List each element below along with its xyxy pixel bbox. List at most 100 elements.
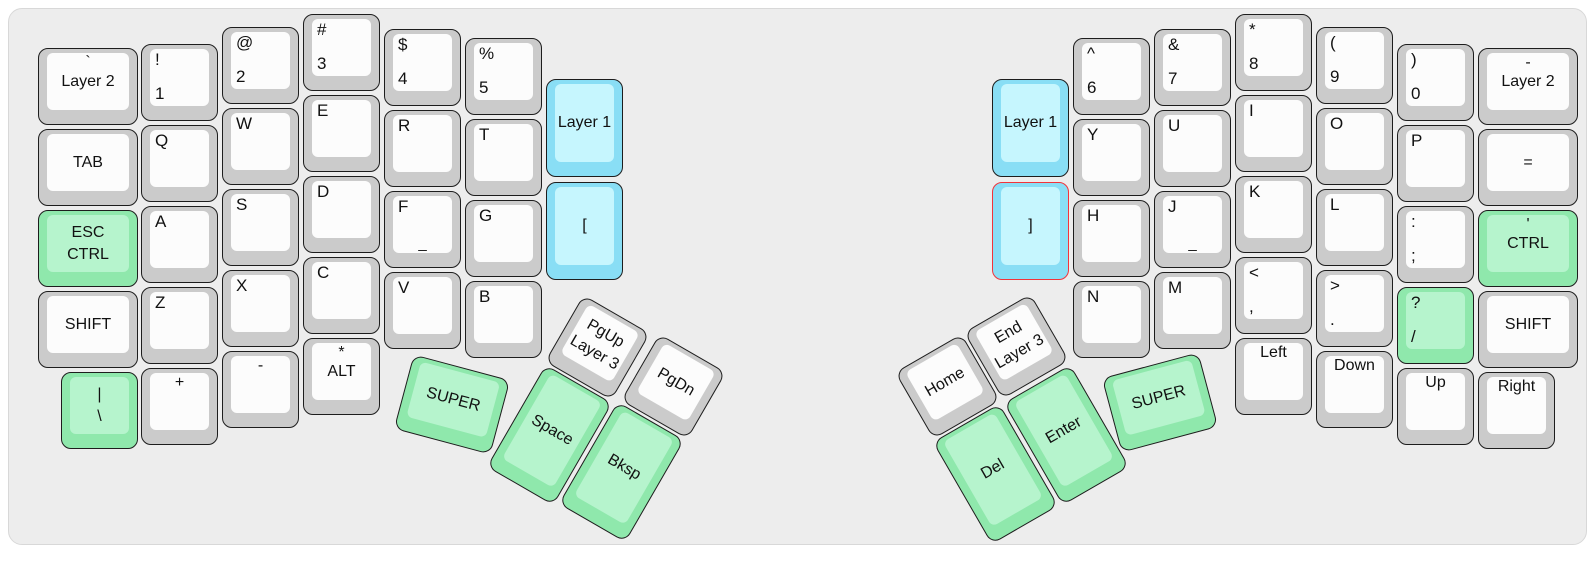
key-up-arrow[interactable]: Up: [1397, 368, 1474, 445]
key-layer1-left[interactable]: Layer 1: [546, 79, 623, 177]
key-legend: `: [85, 54, 91, 71]
keycap-top: TAB: [47, 134, 129, 191]
key-q[interactable]: Q: [141, 125, 218, 202]
key-legend: M: [1168, 278, 1183, 297]
key-legend: 6: [1087, 78, 1097, 97]
key-legend-lines: ALT: [327, 361, 355, 382]
key-a[interactable]: A: [141, 206, 218, 283]
key-legend: 9: [1330, 67, 1340, 86]
key-0[interactable]: )0: [1397, 44, 1474, 121]
key-b[interactable]: B: [465, 281, 542, 358]
key-legend: [: [582, 217, 587, 235]
key-v[interactable]: V: [384, 272, 461, 349]
key-right-arrow[interactable]: Right: [1478, 372, 1555, 449]
key-5[interactable]: %5: [465, 38, 542, 115]
key-l[interactable]: L: [1316, 189, 1393, 266]
key-right-bracket[interactable]: ]: [992, 182, 1069, 280]
key-equals[interactable]: =: [1478, 129, 1578, 206]
key-left-arrow[interactable]: Left: [1235, 338, 1312, 415]
key-legend: &: [1168, 35, 1180, 54]
key-star-alt[interactable]: *ALT: [303, 338, 380, 415]
keycap-top: Home: [905, 342, 985, 422]
key-7[interactable]: &7: [1154, 29, 1231, 106]
key-legend-lines: SHIFT: [1505, 314, 1551, 335]
key-legend-lines: |\: [97, 384, 101, 426]
key-m[interactable]: M: [1154, 272, 1231, 349]
key-legend: B: [479, 287, 491, 306]
key-layer2-left[interactable]: `Layer 2: [38, 48, 138, 125]
key-d[interactable]: D: [303, 176, 380, 253]
key-f[interactable]: F_: [384, 191, 461, 268]
key-legend-lines: SUPER: [424, 382, 483, 417]
keycap-top: Layer 1: [1001, 84, 1060, 162]
key-legend: ESC: [71, 224, 105, 242]
key-i[interactable]: I: [1235, 95, 1312, 172]
key-9[interactable]: (9: [1316, 27, 1393, 104]
key-r[interactable]: R: [384, 110, 461, 187]
key-k[interactable]: K: [1235, 176, 1312, 253]
key-p[interactable]: P: [1397, 125, 1474, 202]
key-j[interactable]: J_: [1154, 191, 1231, 268]
key-legend: SHIFT: [1504, 315, 1552, 333]
key-t[interactable]: T: [465, 119, 542, 196]
key-legend: U: [1168, 116, 1181, 135]
key-g[interactable]: G: [465, 200, 542, 277]
key-left-bracket[interactable]: [: [546, 182, 623, 280]
key-o[interactable]: O: [1316, 108, 1393, 185]
key-legend-lines: Layer 2: [61, 71, 114, 92]
key-plus[interactable]: +: [141, 368, 218, 445]
key-c[interactable]: C: [303, 257, 380, 334]
key-legend: SUPER: [1129, 382, 1188, 413]
key-s[interactable]: S: [222, 189, 299, 266]
keycap-top: :;: [1406, 211, 1465, 268]
key-legend: ): [1411, 50, 1417, 69]
key-legend-lines: [: [582, 215, 586, 236]
key-n[interactable]: N: [1073, 281, 1150, 358]
key-down-arrow[interactable]: Down: [1316, 351, 1393, 428]
key-legend: (: [1330, 33, 1336, 52]
key-legend: =: [1523, 153, 1533, 171]
key-legend: I: [1249, 101, 1254, 120]
key-3[interactable]: #3: [303, 14, 380, 91]
key-h[interactable]: H: [1073, 200, 1150, 277]
key-x[interactable]: X: [222, 270, 299, 347]
key-legend: Layer 2: [61, 72, 115, 90]
key-e[interactable]: E: [303, 95, 380, 172]
keycap-top: Up: [1406, 373, 1465, 430]
key-super-right[interactable]: SUPER: [1101, 352, 1219, 453]
key-super-left[interactable]: SUPER: [393, 354, 511, 455]
key-u[interactable]: U: [1154, 110, 1231, 187]
key-legend: Up: [1425, 374, 1446, 391]
keycap-top: (9: [1325, 32, 1384, 89]
key-period[interactable]: >.: [1316, 270, 1393, 347]
key-tab[interactable]: TAB: [38, 129, 138, 206]
key-legend: P: [1411, 131, 1423, 150]
key-legend: Bksp: [604, 451, 644, 484]
key-legend: |: [97, 386, 102, 404]
key-y[interactable]: Y: [1073, 119, 1150, 196]
key-minus-layer2[interactable]: -Layer 2: [1478, 48, 1578, 125]
key-quote-ctrl[interactable]: 'CTRL: [1478, 210, 1578, 287]
key-minus-left[interactable]: -: [222, 351, 299, 428]
key-w[interactable]: W: [222, 108, 299, 185]
key-1[interactable]: !1: [141, 44, 218, 121]
keycap-top: !1: [150, 49, 209, 106]
key-colon-semicolon[interactable]: :;: [1397, 206, 1474, 283]
key-legend: 7: [1168, 69, 1178, 88]
key-pipe-backslash[interactable]: |\: [61, 372, 138, 449]
key-legend: .: [1330, 310, 1335, 329]
key-2[interactable]: @2: [222, 27, 299, 104]
key-legend: CTRL: [1507, 234, 1549, 252]
keycap-top: D: [312, 181, 371, 238]
key-4[interactable]: $4: [384, 29, 461, 106]
key-layer1-right[interactable]: Layer 1: [992, 79, 1069, 177]
key-shift-left[interactable]: SHIFT: [38, 291, 138, 368]
key-shift-right[interactable]: SHIFT: [1478, 291, 1578, 368]
key-question-slash[interactable]: ?/: [1397, 287, 1474, 364]
key-6[interactable]: ^6: [1073, 38, 1150, 115]
key-comma[interactable]: <,: [1235, 257, 1312, 334]
key-8[interactable]: *8: [1235, 14, 1312, 91]
key-z[interactable]: Z: [141, 287, 218, 364]
